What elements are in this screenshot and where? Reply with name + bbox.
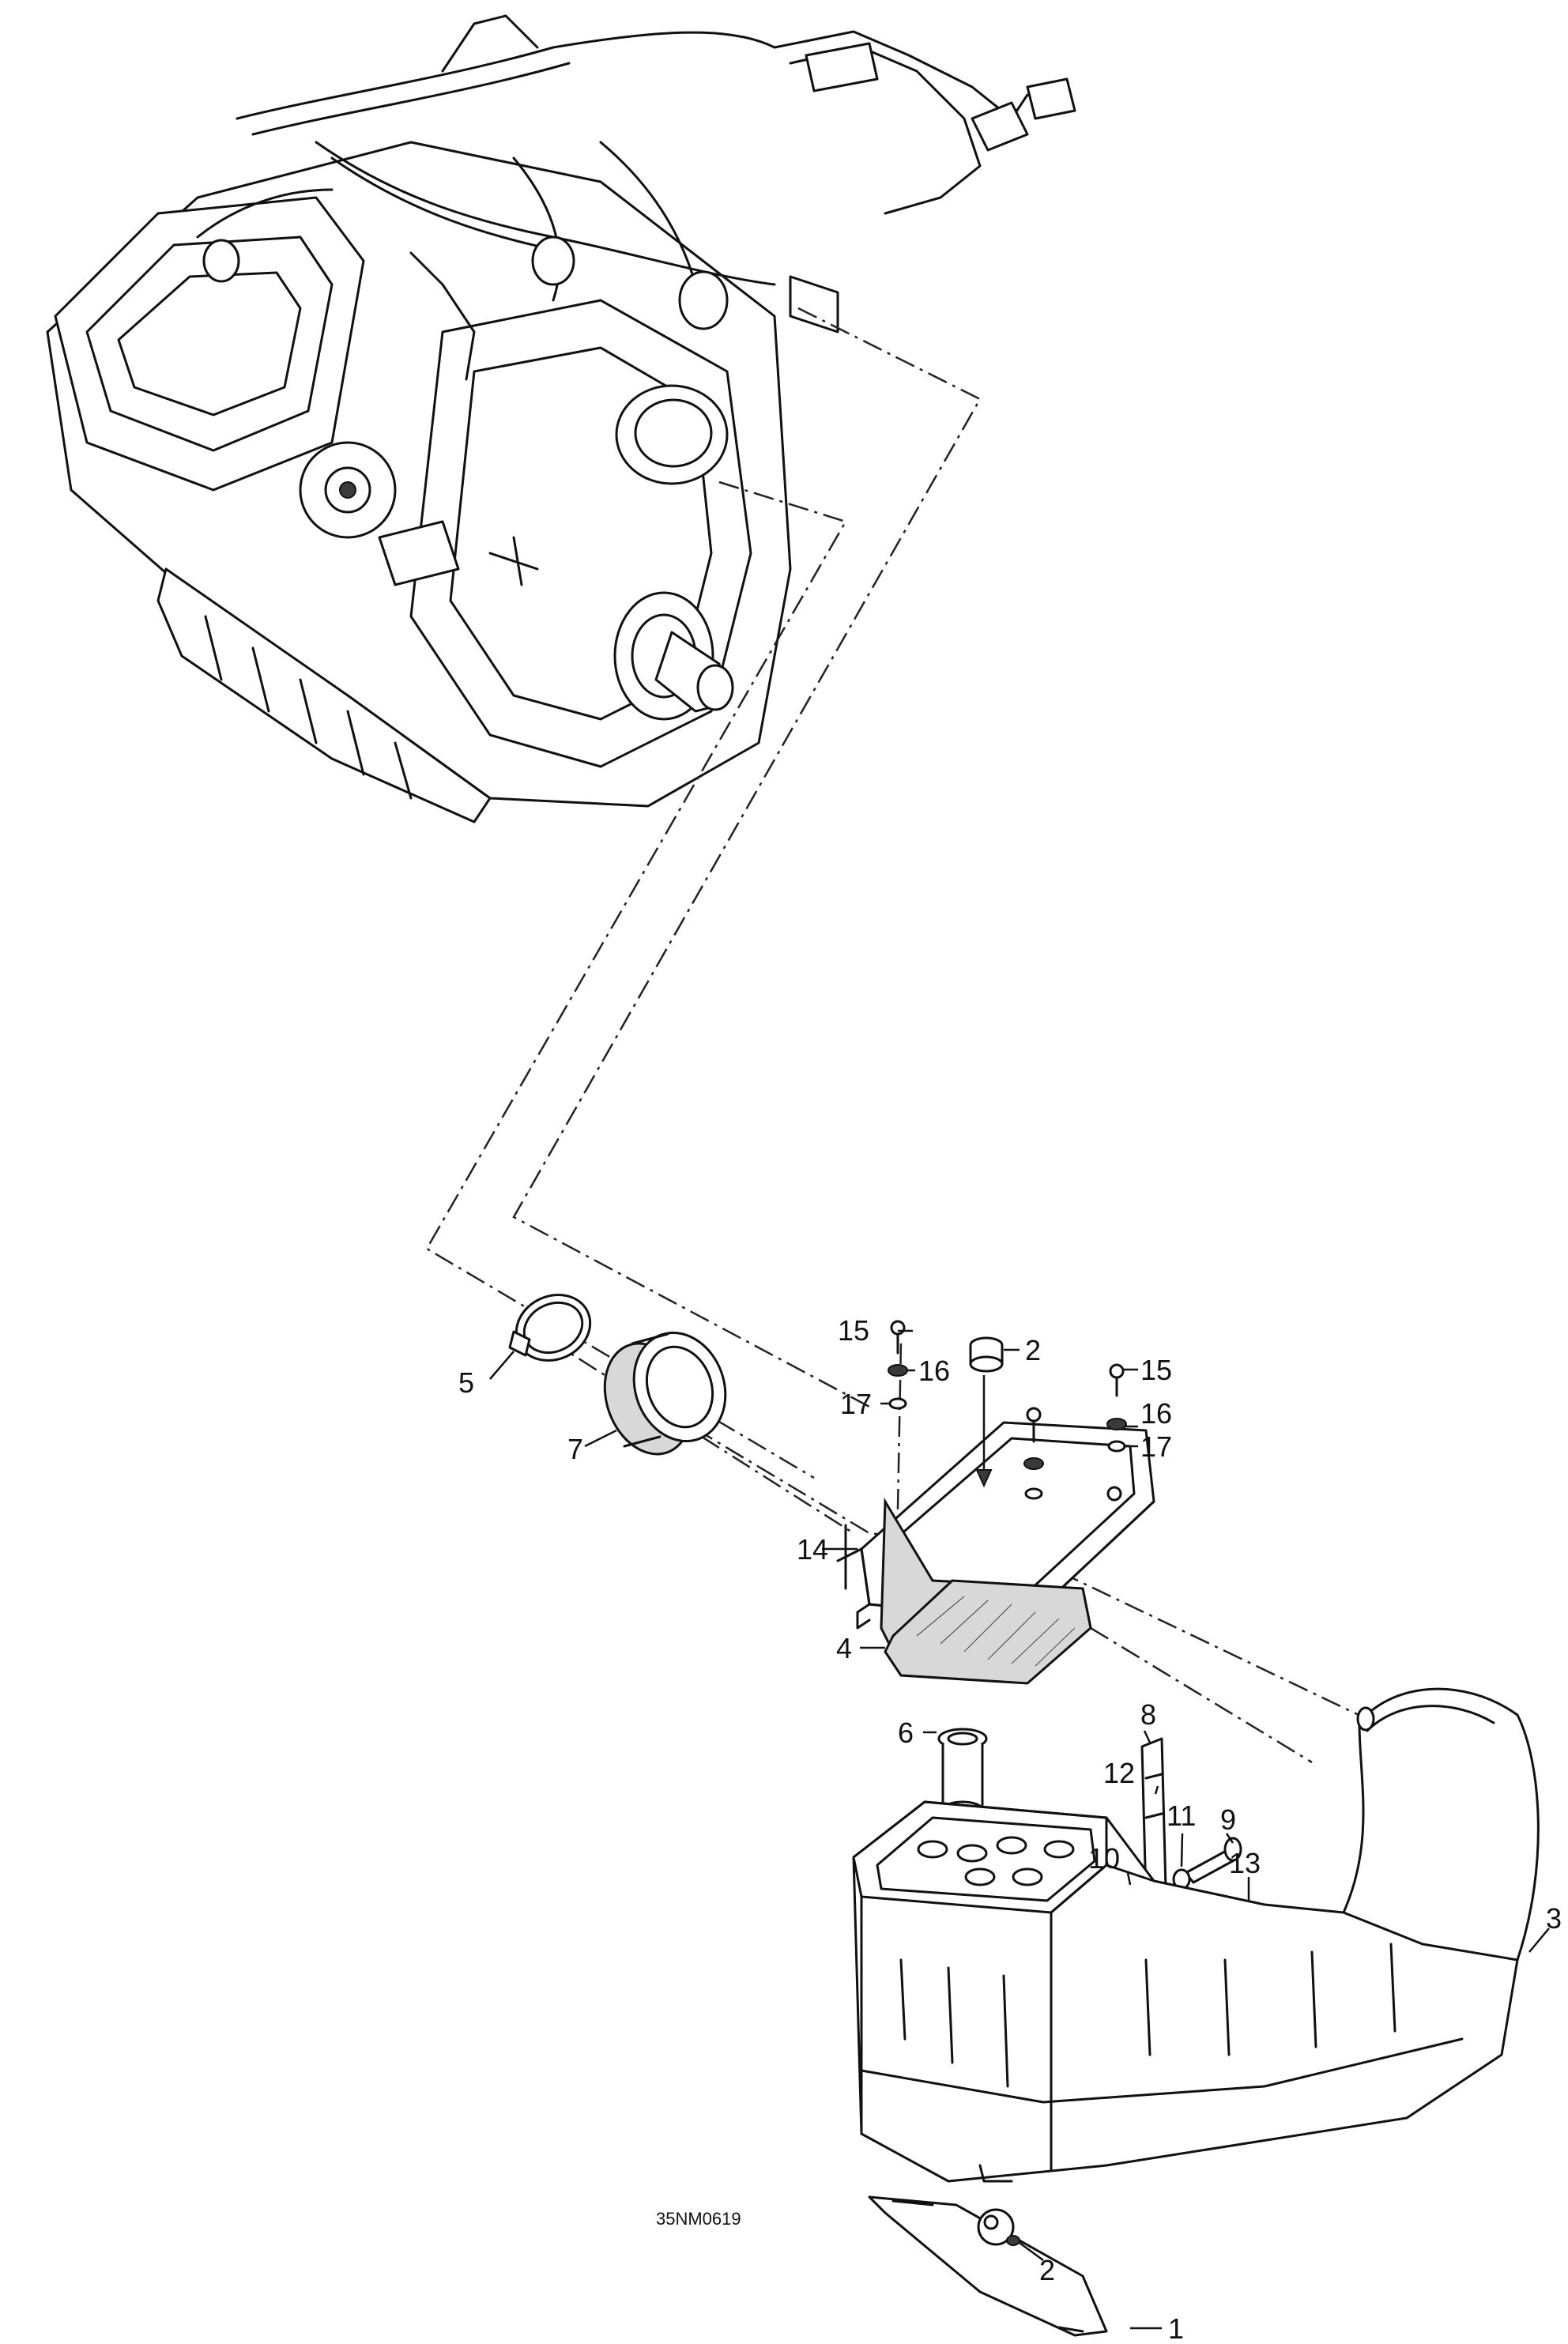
part-3-airbox [852, 1687, 1540, 2183]
callout-4: 4 [836, 1632, 852, 1664]
fasteners-left [888, 1320, 908, 1410]
callout-8: 8 [1140, 1698, 1156, 1731]
callout-17-right: 17 [1140, 1430, 1172, 1463]
part-7-bellows [603, 1331, 727, 1456]
inset-parts-1-2 [868, 2195, 1108, 2337]
callout-16-right: 16 [1140, 1397, 1172, 1430]
callout-15-left: 15 [838, 1314, 869, 1347]
fasteners-mid [1023, 1407, 1044, 1500]
engine-assembly [46, 14, 1076, 823]
callout-12: 12 [1103, 1757, 1135, 1789]
part-2-cap [969, 1336, 1004, 1373]
callout-9: 9 [1220, 1803, 1236, 1836]
callout-1: 1 [1168, 2312, 1184, 2344]
part-4-filter [880, 1497, 1092, 1685]
callout-16-left: 16 [918, 1355, 950, 1387]
drawing-code: 35NM0619 [656, 2209, 741, 2229]
callout-labels: 15 16 17 2 15 16 17 5 7 14 4 6 8 9 12 11… [458, 1314, 1562, 2344]
part-5-clamp [508, 1293, 592, 1362]
callout-11: 11 [1167, 1799, 1196, 1832]
callout-2-cap: 2 [1025, 1334, 1041, 1366]
callout-14: 14 [797, 1533, 828, 1566]
callout-2-inset: 2 [1039, 2254, 1055, 2286]
callout-3: 3 [1546, 1902, 1562, 1935]
callout-6: 6 [898, 1717, 914, 1749]
callout-leaders [489, 1329, 1550, 2330]
callout-10: 10 [1088, 1842, 1120, 1875]
callout-7: 7 [567, 1433, 583, 1465]
callout-5: 5 [458, 1366, 474, 1399]
callout-13: 13 [1229, 1847, 1261, 1879]
callout-17-left: 17 [840, 1388, 872, 1420]
callout-15-right: 15 [1140, 1354, 1172, 1386]
